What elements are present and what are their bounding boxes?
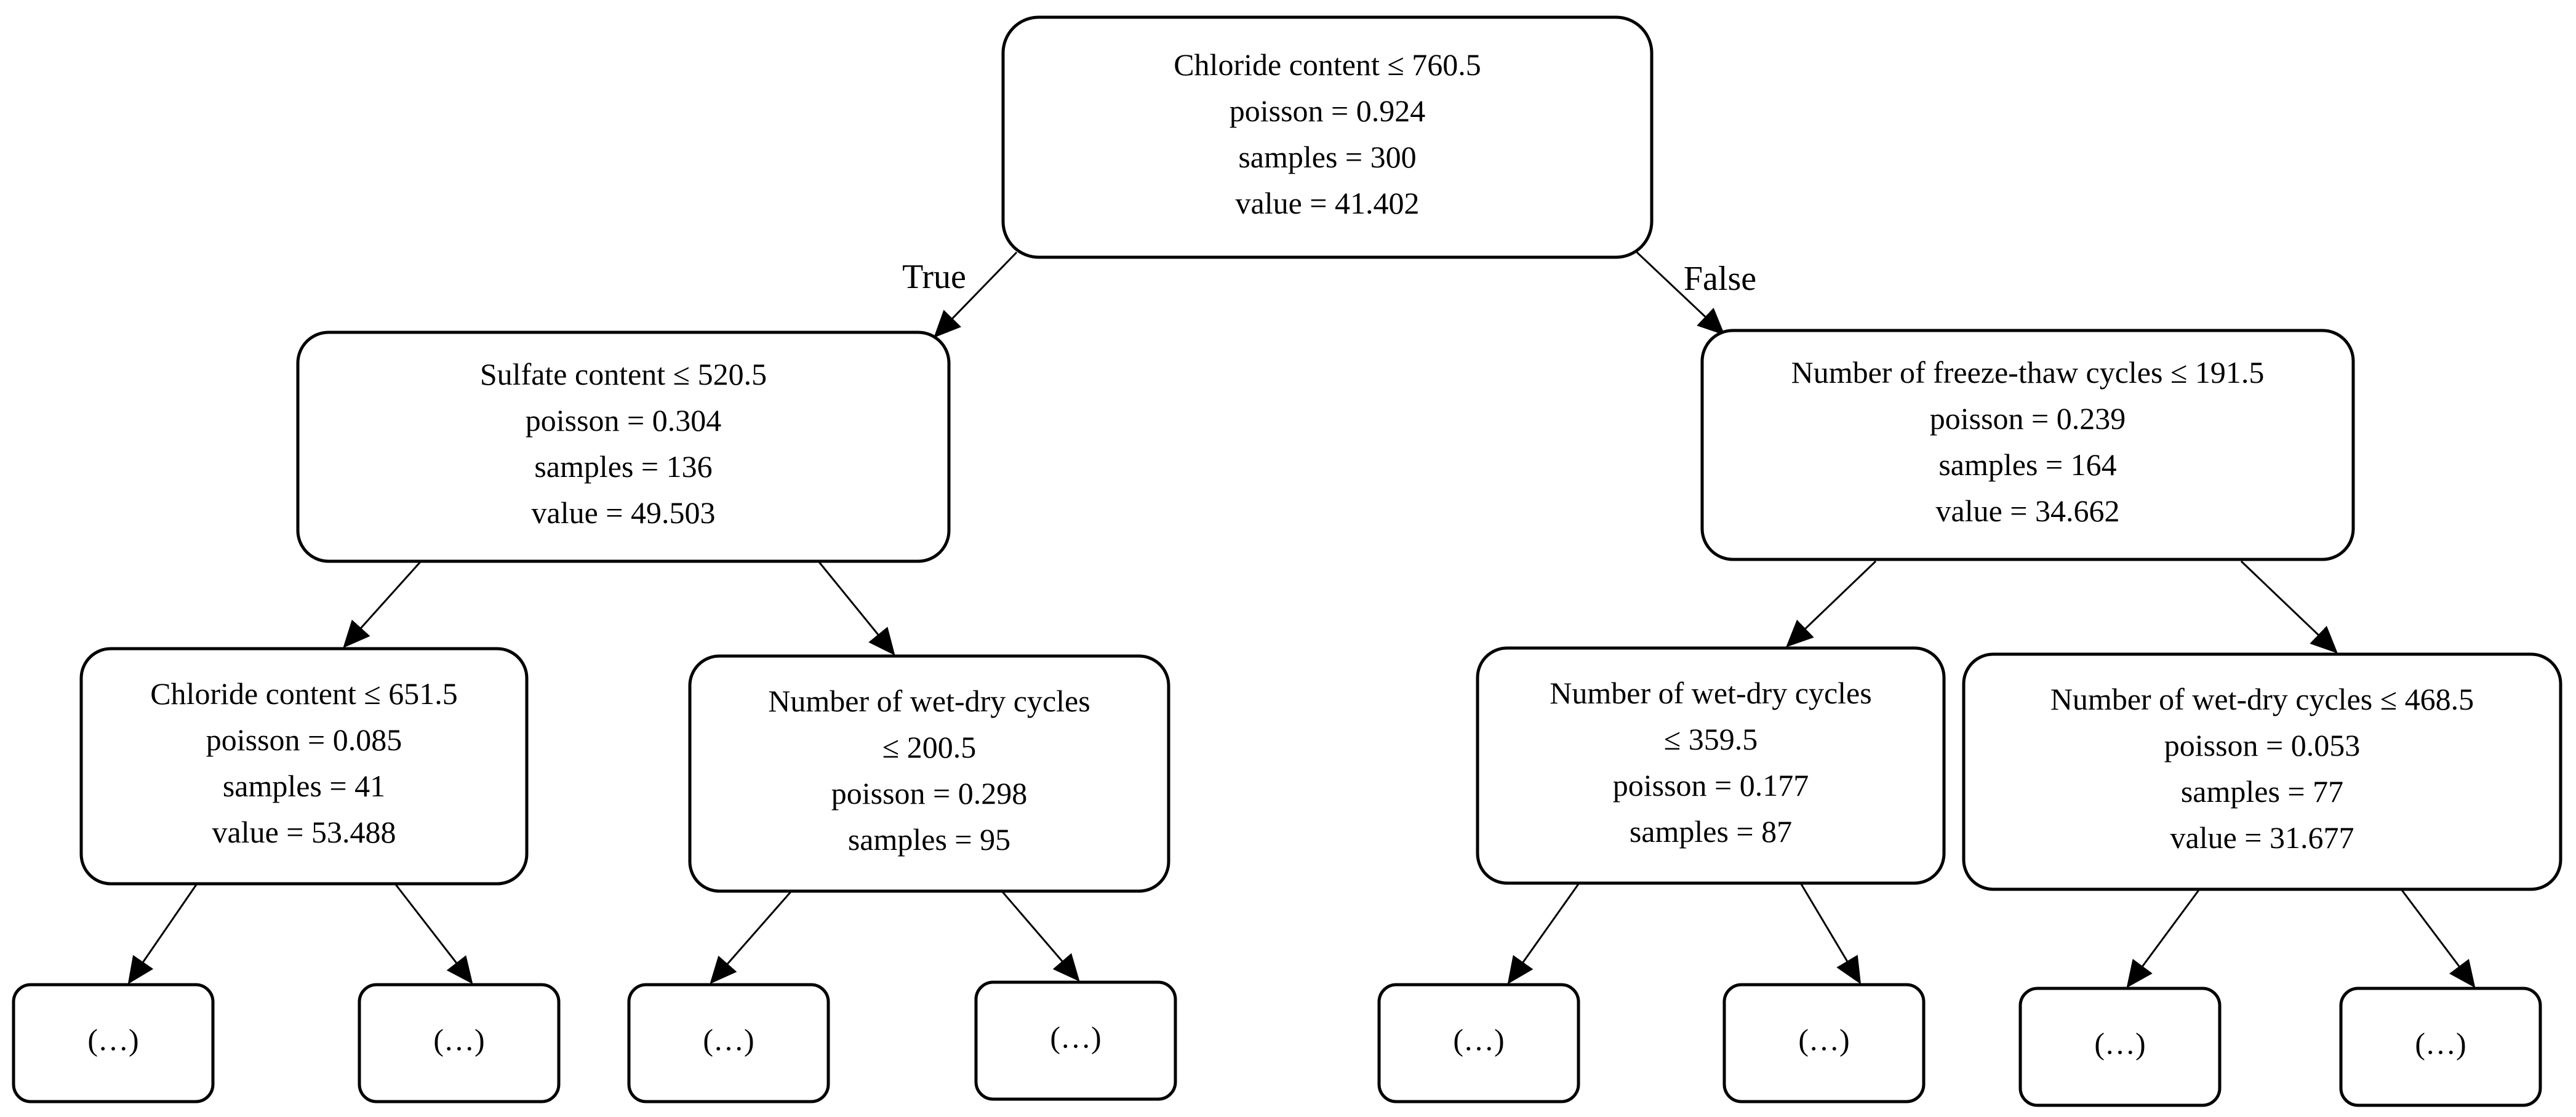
node-text-line: poisson = 0.304 (526, 403, 722, 438)
node-box (1700, 329, 2355, 561)
node-text-line: (…) (1798, 1022, 1849, 1057)
tree-node-l3: (…) (627, 983, 830, 1103)
node-text-line: samples = 41 (223, 769, 385, 803)
node-box (12, 983, 215, 1103)
node-text-line: ≤ 200.5 (882, 730, 976, 764)
node-box (358, 983, 561, 1103)
node-text-line: poisson = 0.924 (1230, 94, 1426, 128)
tree-node-l1: (…) (12, 983, 215, 1103)
edges-layer: True False (127, 251, 2476, 988)
edge-arrow-n1-n3 (343, 560, 422, 648)
node-text-line: value = 53.488 (212, 815, 396, 849)
edge-arrow-n5-l5 (1507, 883, 1580, 985)
node-text-line: samples = 77 (2181, 774, 2343, 809)
node-text-line: (…) (2094, 1026, 2145, 1060)
tree-node-l7: (…) (2018, 987, 2222, 1107)
tree-node-l8: (…) (2339, 987, 2542, 1107)
node-text-line: Number of wet-dry cycles (1550, 676, 1871, 710)
tree-node-n4: Number of wet-dry cycles ≤ 200.5 poisson =… (688, 654, 1170, 893)
node-text-line: (…) (703, 1022, 754, 1057)
edge-arrow-n4-l3 (710, 891, 793, 985)
node-box (79, 647, 529, 886)
edge-arrow-root-n2 (1636, 251, 1725, 335)
edge-arrow-n3-l1 (127, 883, 198, 985)
node-box (1962, 652, 2562, 891)
node-text-line: samples = 136 (534, 449, 712, 484)
node-box (296, 330, 951, 563)
node-text-line: samples = 87 (1630, 814, 1792, 849)
node-box (688, 654, 1170, 893)
node-text-line: Chloride content ≤ 760.5 (1174, 47, 1481, 82)
node-text-line: poisson = 0.239 (1930, 401, 2126, 436)
node-text-line: samples = 300 (1238, 140, 1416, 174)
node-text-line: poisson = 0.177 (1613, 768, 1809, 803)
node-text-line: poisson = 0.085 (206, 723, 402, 757)
node-box (1722, 983, 1926, 1103)
node-text-line: ≤ 359.5 (1664, 722, 1758, 756)
node-box (1377, 983, 1580, 1103)
edge-arrow-n3-l2 (394, 883, 473, 985)
edge-arrow-n6-l7 (2126, 889, 2201, 988)
tree-node-n5: Number of wet-dry cycles ≤ 359.5 poisson =… (1476, 646, 1946, 885)
node-text-line: (…) (433, 1022, 484, 1057)
node-text-line: (…) (87, 1022, 138, 1057)
tree-node-n6: Number of wet-dry cycles ≤ 468.5 poisson … (1962, 652, 2562, 891)
node-text-line: Sulfate content ≤ 520.5 (480, 357, 767, 391)
tree-node-l4: (…) (974, 980, 1177, 1101)
node-box (627, 983, 830, 1103)
tree-node-n3: Chloride content ≤ 651.5 poisson = 0.085 s… (79, 647, 529, 886)
edge-arrow-n4-l4 (1001, 891, 1080, 982)
node-text-line: samples = 164 (1938, 447, 2116, 482)
node-text-line: value = 31.677 (2170, 820, 2354, 855)
tree-node-l2: (…) (358, 983, 561, 1103)
node-text-line: poisson = 0.298 (831, 776, 1028, 811)
node-box (974, 980, 1177, 1101)
edge-label-false: False (1684, 260, 1756, 298)
edge-arrow-n2-n5 (1786, 560, 1877, 647)
nodes-layer: Chloride content ≤ 760.5 poisson = 0.924 s… (12, 15, 2562, 1107)
node-box (2018, 987, 2222, 1107)
node-text-line: value = 49.503 (532, 495, 716, 530)
edge-arrow-root-n1 (934, 251, 1018, 338)
node-box (1001, 15, 1654, 259)
node-box (1476, 646, 1946, 885)
edge-arrow-n1-n4 (817, 561, 895, 656)
node-text-line: value = 41.402 (1236, 186, 1420, 220)
tree-node-l5: (…) (1377, 983, 1580, 1103)
tree-node-l6: (…) (1722, 983, 1926, 1103)
node-text-line: (…) (1050, 1020, 1101, 1054)
node-text-line: Number of freeze-thaw cycles ≤ 191.5 (1791, 355, 2265, 390)
node-text-line: (…) (2415, 1026, 2466, 1060)
edge-label-true: True (902, 258, 966, 296)
tree-node-n1: Sulfate content ≤ 520.5 poisson = 0.304 sa… (296, 330, 951, 563)
node-text-line: samples = 95 (848, 822, 1010, 857)
node-box (2339, 987, 2542, 1107)
tree-node-root: Chloride content ≤ 760.5 poisson = 0.924 s… (1001, 15, 1654, 259)
tree-node-n2: Number of freeze-thaw cycles ≤ 191.5 pois… (1700, 329, 2355, 561)
node-text-line: Number of wet-dry cycles ≤ 468.5 (2050, 682, 2474, 716)
node-text-line: (…) (1453, 1022, 1504, 1057)
edge-arrow-n6-l8 (2400, 889, 2476, 988)
edge-arrow-n5-l6 (1799, 883, 1862, 985)
node-text-line: poisson = 0.053 (2164, 728, 2361, 763)
node-text-line: Number of wet-dry cycles (768, 684, 1090, 718)
edge-arrow-n2-n6 (2240, 560, 2338, 654)
node-text-line: value = 34.662 (1936, 494, 2120, 528)
node-text-line: Chloride content ≤ 651.5 (150, 676, 458, 711)
